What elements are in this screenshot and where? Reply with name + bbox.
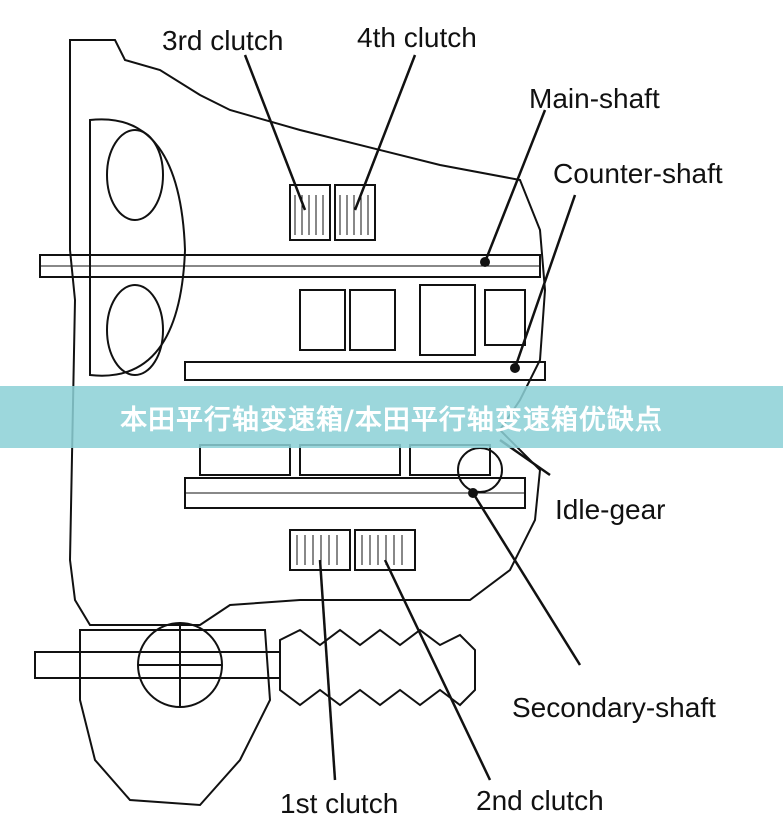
leader-lines [243,54,582,781]
secondary-gear [409,444,491,476]
label-first-clutch: 1st clutch [280,788,399,819]
leader-counter-shaft [513,194,577,369]
label-counter-shaft: Counter-shaft [553,158,723,189]
counter-gear [349,289,396,351]
secondary-gear [299,444,401,476]
leader-third-clutch [243,54,307,211]
idle-gear [457,447,503,493]
fourth-clutch-pack [334,184,376,241]
differential-case [79,629,272,807]
label-main-shaft: Main-shaft [529,83,660,114]
converter-vane-upper [106,129,164,221]
leader-first-clutch [318,559,337,781]
leader-secondary-shaft [471,492,582,666]
leader-second-clutch [383,559,492,781]
cv-joint-boot [279,628,476,707]
secondary-gear [199,444,291,476]
third-clutch-pack [289,184,331,241]
banner-title: 本田平行轴变速箱/本田平行轴变速箱优缺点 [120,404,663,436]
title-banner: 本田平行轴变速箱/本田平行轴变速箱优缺点 [0,386,783,448]
label-idle-gear: Idle-gear [555,494,666,525]
label-third-clutch: 3rd clutch [162,25,284,56]
label-secondary-shaft: Secondary-shaft [512,692,716,723]
counter-gear [299,289,346,351]
leader-fourth-clutch [353,54,417,211]
label-second-clutch: 2nd clutch [476,785,604,816]
leader-main-shaft [483,109,547,263]
label-fourth-clutch: 4th clutch [357,22,477,53]
second-clutch-pack [354,529,416,571]
torque-converter [89,118,187,377]
counter-shaft [184,361,546,381]
counter-gear [484,289,526,346]
transmission-housing [68,39,547,626]
converter-vane-lower [106,284,164,376]
leader-dots [468,257,520,498]
counter-gear [419,284,476,356]
